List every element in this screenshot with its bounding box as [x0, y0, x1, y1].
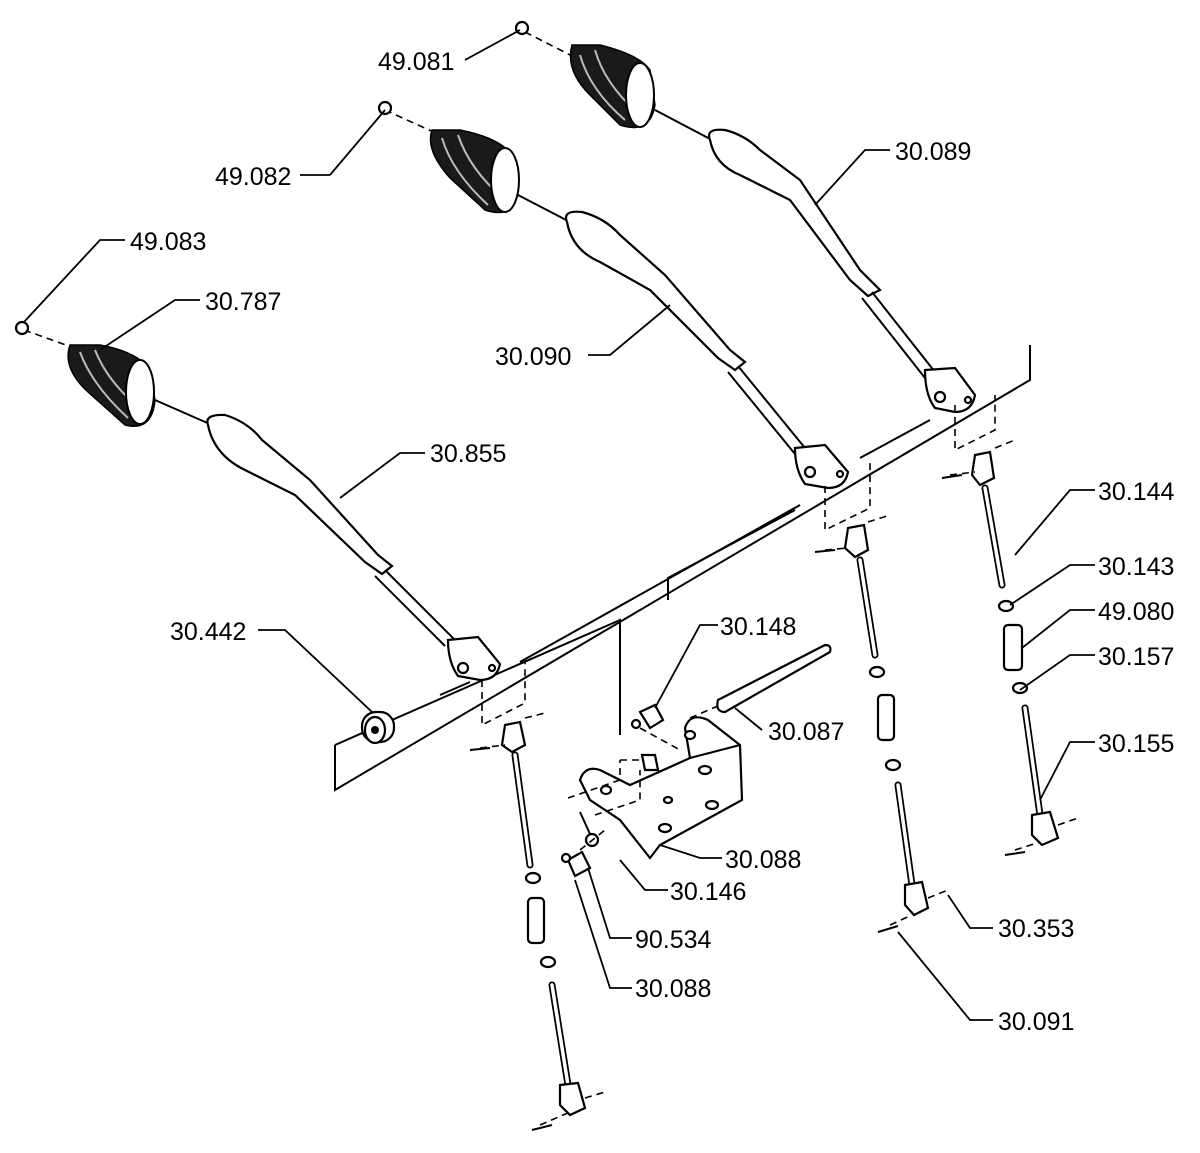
- label-30089: 30.089: [895, 138, 971, 166]
- label-30144: 30.144: [1098, 478, 1175, 506]
- mounting-plane-outline: [334, 345, 1031, 792]
- linkage-rod-right: [941, 439, 1079, 856]
- knob-nut-49083: [14, 320, 30, 336]
- lever-assembly-right: [514, 20, 996, 452]
- lever-assembly-left: [14, 320, 526, 727]
- leader-lines: [23, 29, 1095, 1021]
- label-90534: 90.534: [635, 926, 712, 954]
- label-49082: 49.082: [215, 163, 291, 191]
- knob-nut-49082: [377, 100, 393, 116]
- linkage-rod-left: [469, 712, 606, 1131]
- label-30148: 30.148: [720, 613, 796, 641]
- linkage-rod-middle: [814, 514, 949, 933]
- label-30787: 30.787: [205, 288, 281, 316]
- label-30442: 30.442: [170, 618, 246, 646]
- clip-30088-lower: [560, 829, 606, 878]
- lever-assembly-middle: [377, 100, 871, 532]
- label-49081: 49.081: [378, 48, 454, 76]
- label-49083: 49.083: [130, 228, 206, 256]
- label-30353: 30.353: [998, 915, 1074, 943]
- cross-shaft: [689, 643, 832, 719]
- roller-spacer: [360, 710, 396, 745]
- clip-30148: [630, 703, 681, 751]
- label-30157: 30.157: [1098, 643, 1174, 671]
- label-49080: 49.080: [1098, 598, 1174, 626]
- label-30088-upper: 30.088: [725, 846, 801, 874]
- label-30155: 30.155: [1098, 730, 1174, 758]
- mounting-bracket: [567, 716, 744, 860]
- label-30855: 30.855: [430, 440, 506, 468]
- label-30090: 30.090: [495, 343, 571, 371]
- label-30146: 30.146: [670, 878, 746, 906]
- part-labels: 49.081 49.082 49.083 30.787 30.089 30.09…: [130, 48, 1175, 1036]
- rubber-boot-right: [569, 44, 656, 129]
- label-30087: 30.087: [768, 718, 844, 746]
- label-30088-lower: 30.088: [635, 975, 711, 1003]
- rubber-boot-middle: [429, 129, 520, 214]
- label-30143: 30.143: [1098, 553, 1174, 581]
- label-30091: 30.091: [998, 1008, 1074, 1036]
- rubber-boot-left: [67, 344, 156, 427]
